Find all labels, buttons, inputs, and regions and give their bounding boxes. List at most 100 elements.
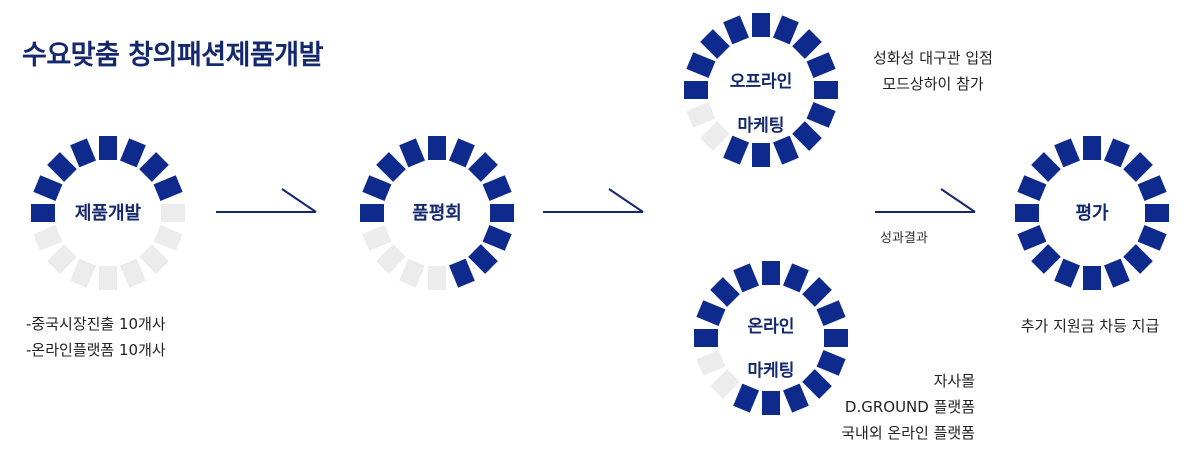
stage-label-review: 품평회 — [387, 192, 487, 236]
ring-segment-filled — [139, 152, 169, 182]
ring-segment-filled — [468, 244, 498, 274]
ring-segment-filled — [686, 52, 716, 79]
ring-segment-filled — [733, 263, 760, 293]
ring-segment-filled — [1103, 138, 1130, 168]
ring-review — [360, 136, 514, 290]
ring-segment-empty — [428, 266, 446, 290]
ring-segment-filled — [1137, 175, 1167, 202]
ring-segment-filled — [802, 369, 832, 399]
ring-segment-filled — [1137, 224, 1167, 251]
ring-segment-filled — [482, 175, 512, 202]
ring-segment-filled — [816, 349, 846, 376]
stage-label-product-dev: 제품개발 — [58, 192, 158, 236]
ring-segment-filled — [1031, 244, 1061, 274]
ring-segment-empty — [399, 258, 426, 288]
ring-segment-filled — [694, 329, 718, 347]
stage-label-offline: 오프라인 마케팅 — [711, 60, 811, 148]
ring-segment-filled — [399, 138, 426, 168]
note-line: 국내외 온라인 플랫폼 — [841, 424, 975, 442]
notes-online: 자사몰 D.GROUND 플랫폼 국내외 온라인 플랫폼 — [810, 368, 975, 446]
ring-segment-filled — [490, 204, 514, 222]
note-line: 자사몰 — [933, 372, 975, 390]
ring-segment-filled — [684, 81, 708, 99]
ring-segment-empty — [99, 266, 117, 290]
ring-segment-filled — [772, 15, 799, 45]
ring-segment-filled — [752, 13, 770, 37]
ring-segment-filled — [1015, 204, 1039, 222]
ring-product-dev — [31, 136, 185, 290]
stage-label-line: 평가 — [1075, 203, 1109, 224]
ring-segment-filled — [806, 52, 836, 79]
notes-offline: 성화성 대구관 입점 모드상하이 참가 — [858, 45, 1008, 97]
ring-segment-filled — [1083, 266, 1101, 290]
arrow-review-to-marketing — [543, 188, 644, 213]
ring-segment-filled — [814, 81, 838, 99]
ring-segment-filled — [33, 175, 63, 202]
ring-segment-empty — [362, 224, 392, 251]
arrow-label: 성과결과 — [880, 231, 928, 246]
ring-segment-filled — [1017, 175, 1047, 202]
ring-segment-filled — [1054, 138, 1081, 168]
ring-segment-filled — [824, 329, 848, 347]
stage-label-line: 마케팅 — [747, 361, 795, 381]
ring-segment-empty — [47, 244, 77, 274]
ring-segment-empty — [686, 101, 716, 128]
ring-segment-filled — [448, 138, 475, 168]
ring-segment-filled — [468, 152, 498, 182]
ring-segment-filled — [482, 224, 512, 251]
ring-segment-filled — [723, 135, 750, 165]
ring-segment-filled — [1054, 258, 1081, 288]
ring-segment-filled — [762, 261, 780, 285]
ring-segment-filled — [782, 383, 809, 413]
ring-segment-empty — [376, 244, 406, 274]
ring-segment-filled — [792, 121, 822, 151]
ring-segment-filled — [752, 143, 770, 167]
ring-segment-empty — [710, 369, 740, 399]
ring-segment-filled — [1031, 152, 1061, 182]
ring-segment-filled — [733, 383, 760, 413]
ring-segment-filled — [153, 175, 183, 202]
stage-label-line: 품평회 — [412, 203, 462, 224]
ring-segment-filled — [1103, 258, 1130, 288]
stage-label-line: 제품개발 — [74, 203, 142, 224]
ring-segment-filled — [1083, 136, 1101, 160]
notes-product-dev: -중국시장진출 10개사 -온라인플랫폼 10개사 — [26, 311, 166, 363]
ring-segment-filled — [710, 277, 740, 307]
ring-segment-filled — [1145, 204, 1169, 222]
ring-segment-filled — [47, 152, 77, 182]
ring-segment-filled — [802, 277, 832, 307]
ring-segment-empty — [161, 204, 185, 222]
ring-segment-filled — [762, 391, 780, 415]
stage-label-line: 오프라인 — [729, 72, 793, 92]
ring-segment-empty — [119, 258, 146, 288]
ring-segment-filled — [1123, 244, 1153, 274]
ring-segment-filled — [1017, 224, 1047, 251]
ring-segment-filled — [70, 138, 97, 168]
ring-segment-filled — [428, 136, 446, 160]
ring-segment-empty — [33, 224, 63, 251]
ring-segment-filled — [700, 29, 730, 59]
ring-segment-filled — [360, 204, 384, 222]
notes-evaluation: 추가 지원금 차등 지급 — [1000, 313, 1180, 339]
ring-segment-filled — [806, 101, 836, 128]
stage-label-line: 마케팅 — [737, 116, 785, 136]
ring-segment-filled — [448, 258, 475, 288]
ring-segment-filled — [723, 15, 750, 45]
ring-segment-empty — [700, 121, 730, 151]
note-line: -중국시장진출 10개사 — [26, 315, 166, 333]
note-line: -온라인플랫폼 10개사 — [26, 341, 166, 359]
stage-label-line: 온라인 — [747, 317, 795, 337]
ring-segment-filled — [31, 204, 55, 222]
ring-segment-empty — [696, 349, 726, 376]
ring-segment-filled — [362, 175, 392, 202]
ring-online — [694, 261, 848, 415]
ring-segment-filled — [816, 300, 846, 327]
stage-label-evaluation: 평가 — [1042, 192, 1142, 236]
arrow-marketing-to-evaluation — [875, 188, 976, 213]
ring-segment-filled — [1123, 152, 1153, 182]
note-line: 추가 지원금 차등 지급 — [1020, 317, 1160, 335]
ring-evaluation — [1015, 136, 1169, 290]
arrow-product-to-review — [216, 188, 317, 213]
note-line: 모드상하이 참가 — [882, 75, 984, 93]
ring-segment-empty — [153, 224, 183, 251]
